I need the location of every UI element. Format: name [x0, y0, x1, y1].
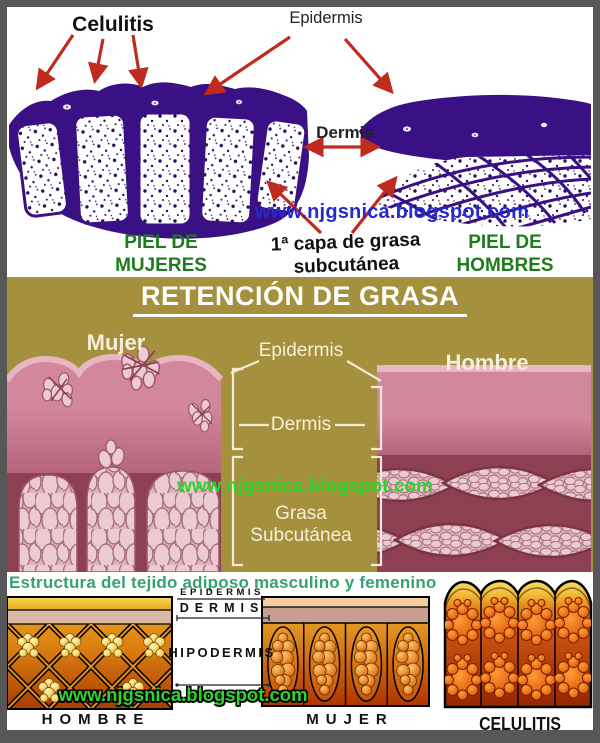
watermark-bottom: www.njgsnica.blogspot.com: [58, 684, 308, 705]
mujer-label: Mujer: [86, 330, 146, 355]
celulitis-label: Celulitis: [72, 13, 154, 36]
floating-fat-clusters: [41, 345, 213, 469]
female-adipose-diagram: [261, 596, 430, 707]
skin-histology-illustration: [9, 34, 591, 239]
caption-piel-de-mujeres: PIEL DE MUJERES: [115, 232, 207, 276]
adipose-structure-title: Estructura del tejido adiposo masculino …: [9, 573, 437, 592]
male-adipose-diagram: [7, 596, 173, 710]
hombre-label: Hombre: [445, 350, 529, 375]
mujer-label-bottom: MUJER: [306, 711, 394, 728]
epidermis-label-bottom: EPIDERMIS: [180, 587, 264, 598]
celulitis-label-bottom: CELULITIS: [479, 714, 561, 730]
top-histology-panel: Celulitis Epidermis Dermis www.njgsnica.…: [7, 7, 593, 277]
adipose-structure-illustration: [7, 579, 593, 710]
adipose-structure-panel: Estructura del tejido adiposo masculino …: [7, 572, 593, 730]
fat-retention-title: RETENCIÓN DE GRASA: [7, 281, 593, 317]
hipodermis-label: HIPODERMIS: [168, 645, 276, 660]
grasa-label-line1: Grasa: [275, 503, 327, 524]
fat-retention-illustration: [7, 345, 591, 572]
female-skin-block: [7, 345, 224, 572]
bottom-annotation-lines: [175, 598, 271, 687]
middle-annotation-lines: [230, 359, 383, 567]
hombre-label-bottom: HOMBRE: [41, 711, 151, 728]
epidermis-label: Epidermis: [289, 9, 363, 27]
watermark-middle: www.njgsnica.blogspot.com: [177, 476, 433, 497]
male-skin-block: [377, 365, 591, 572]
epidermis-label-middle: Epidermis: [258, 340, 344, 361]
watermark-top: www.njgsnica.blogspot.com: [254, 201, 530, 223]
dermis-label-bottom: DERMIS: [179, 601, 265, 615]
caption-piel-de-hombres: PIEL DE HOMBRES: [456, 232, 554, 276]
dermis-label-middle: Dermis: [270, 414, 332, 435]
grasa-label-line2: Subcutánea: [250, 525, 352, 546]
fat-retention-panel: RETENCIÓN DE GRASA Mujer Hombre Epidermi…: [7, 277, 593, 572]
cellulite-diagram: [443, 579, 593, 709]
women-skin-drawing: [9, 82, 309, 239]
men-skin-drawing: [359, 94, 591, 227]
annotation-arrows: [35, 34, 398, 235]
dermis-label: Dermis: [316, 123, 374, 142]
caption-primera-capa-grasa: 1ª capa de grasa subcutánea: [270, 229, 421, 277]
